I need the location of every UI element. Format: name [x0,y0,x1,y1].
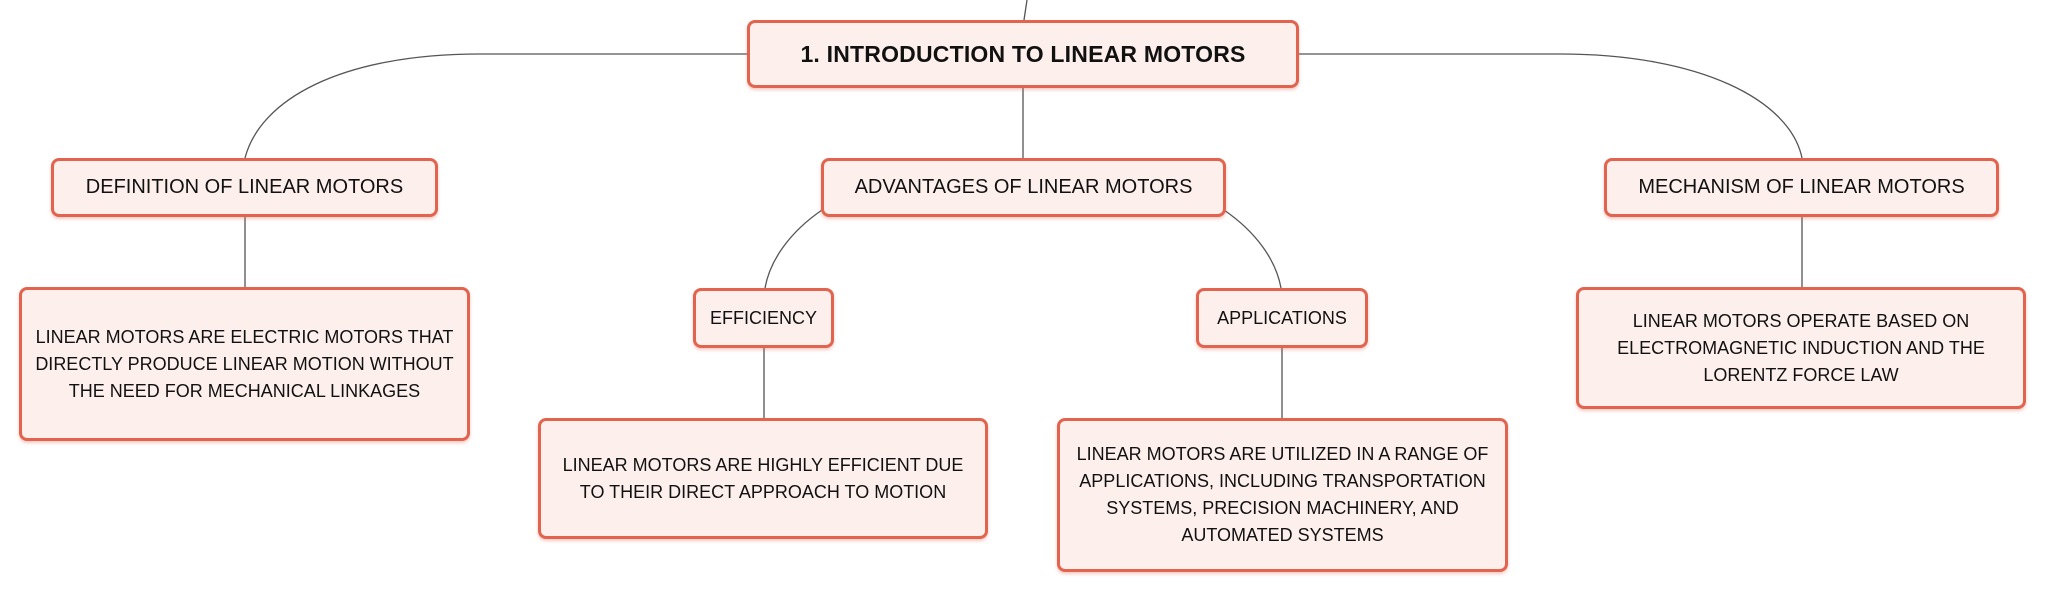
mechanism-topic-label: MECHANISM OF LINEAR MOTORS [1638,176,1965,198]
connector-root-to-mechanism [1299,53,1803,159]
mechanism-detail-node[interactable]: LINEAR MOTORS OPERATE BASED ON ELECTROMA… [1576,287,2026,409]
advantages-topic-node[interactable]: ADVANTAGES OF LINEAR MOTORS [821,158,1226,217]
efficiency-detail-node[interactable]: LINEAR MOTORS ARE HIGHLY EFFICIENT DUE T… [538,418,988,539]
advantages-topic-label: ADVANTAGES OF LINEAR MOTORS [854,176,1193,198]
definition-topic-node[interactable]: DEFINITION OF LINEAR MOTORS [51,158,438,217]
efficiency-subtopic-node[interactable]: EFFICIENCY [693,288,834,348]
mechanism-detail-text: LINEAR MOTORS OPERATE BASED ON ELECTROMA… [1617,310,1985,385]
applications-detail-text: LINEAR MOTORS ARE UTILIZED IN A RANGE OF… [1076,444,1489,545]
root-topic-label: 1. INTRODUCTION TO LINEAR MOTORS [800,40,1246,67]
efficiency-detail-text: LINEAR MOTORS ARE HIGHLY EFFICIENT DUE T… [562,454,964,502]
connector-parent-to-root [1023,0,1028,21]
connector-advantages-to-efficiency [764,209,823,289]
definition-detail-text: LINEAR MOTORS ARE ELECTRIC MOTORS THAT D… [35,326,454,401]
connector-root-to-definition [244,53,747,159]
applications-detail-node[interactable]: LINEAR MOTORS ARE UTILIZED IN A RANGE OF… [1057,418,1508,572]
definition-topic-label: DEFINITION OF LINEAR MOTORS [85,176,404,198]
efficiency-subtopic-label: EFFICIENCY [709,307,817,328]
mechanism-topic-node[interactable]: MECHANISM OF LINEAR MOTORS [1604,158,1999,217]
root-topic-node[interactable]: 1. INTRODUCTION TO LINEAR MOTORS [747,20,1299,88]
connector-advantages-to-applications [1223,209,1282,289]
definition-detail-node[interactable]: LINEAR MOTORS ARE ELECTRIC MOTORS THAT D… [19,287,470,441]
applications-subtopic-node[interactable]: APPLICATIONS [1196,288,1368,348]
applications-subtopic-label: APPLICATIONS [1217,307,1347,328]
